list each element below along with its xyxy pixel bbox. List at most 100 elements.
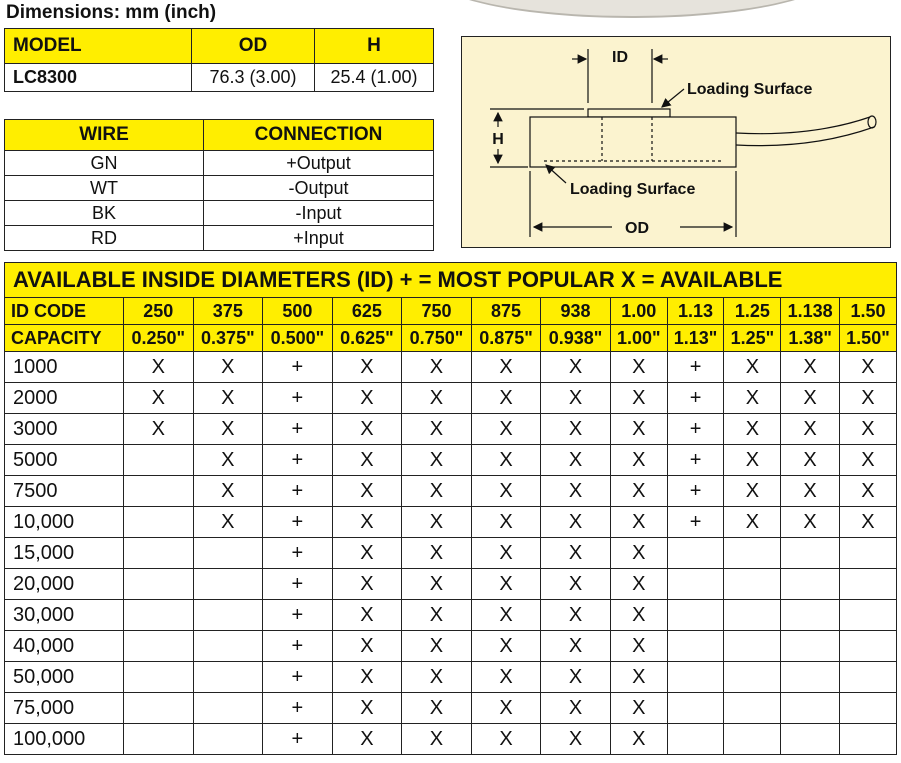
availability-cell: X	[331, 661, 403, 693]
availability-cell: X	[780, 506, 840, 538]
availability-cell	[780, 568, 840, 600]
availability-cell	[666, 537, 725, 569]
availability-cell: X	[609, 692, 668, 724]
capacity-value: 5000	[4, 444, 124, 476]
availability-cell: X	[540, 599, 611, 631]
loading-surface-bottom-label: Loading Surface	[570, 181, 695, 198]
availability-cell: +	[666, 351, 725, 383]
availability-cell: X	[192, 506, 264, 538]
capacity-value: 40,000	[4, 630, 124, 662]
availability-cell: +	[666, 475, 725, 507]
availability-cell: X	[609, 506, 668, 538]
id-code-cell: 750	[401, 297, 472, 325]
availability-cell: X	[540, 413, 611, 445]
capacity-value: 30,000	[4, 599, 124, 631]
availability-cell: X	[609, 475, 668, 507]
id-code-cell: 875	[470, 297, 542, 325]
availability-cell: X	[331, 537, 403, 569]
availability-cell: +	[262, 537, 333, 569]
availability-cell: X	[331, 599, 403, 631]
availability-cell: X	[838, 444, 898, 476]
availability-cell: X	[401, 630, 472, 662]
availability-cell: +	[666, 506, 725, 538]
availability-cell: X	[609, 444, 668, 476]
availability-cell: X	[780, 475, 840, 507]
model-table: MODEL OD H LC8300 76.3 (3.00) 25.4 (1.00…	[4, 28, 434, 92]
availability-cell: X	[192, 382, 264, 414]
availability-cell: X	[609, 661, 668, 693]
availability-cell: X	[401, 475, 472, 507]
capacity-value: 20,000	[4, 568, 124, 600]
id-dimension-label: ID	[612, 49, 628, 66]
capacity-value: 10,000	[4, 506, 124, 538]
availability-cell: X	[780, 351, 840, 383]
availability-cell: X	[609, 599, 668, 631]
availability-cell: +	[262, 599, 333, 631]
availability-cell	[123, 506, 194, 538]
availability-cell: +	[262, 351, 333, 383]
availability-cell: X	[609, 723, 668, 755]
capacity-header-cell: 0.500"	[262, 324, 333, 352]
availability-cell: X	[723, 506, 782, 538]
availability-cell	[192, 599, 264, 631]
availability-cell	[666, 723, 725, 755]
capacity-value: 1000	[4, 351, 124, 383]
wire-color-cell: GN	[4, 150, 204, 176]
availability-cell: X	[331, 568, 403, 600]
availability-cell	[780, 661, 840, 693]
availability-cell	[123, 723, 194, 755]
availability-cell: +	[262, 382, 333, 414]
availability-cell: X	[331, 413, 403, 445]
id-code-cell: 1.50	[838, 297, 898, 325]
availability-cell	[723, 661, 782, 693]
od-header: OD	[191, 28, 315, 64]
availability-cell: X	[401, 351, 472, 383]
availability-cell: +	[262, 506, 333, 538]
wire-row: WT-Output	[4, 175, 434, 201]
availability-cell: X	[470, 506, 542, 538]
availability-cell: X	[401, 661, 472, 693]
availability-cell: X	[723, 444, 782, 476]
capacity-value: 15,000	[4, 537, 124, 569]
availability-cell: X	[723, 382, 782, 414]
availability-cell: X	[540, 351, 611, 383]
availability-cell: X	[401, 537, 472, 569]
availability-cell: +	[262, 444, 333, 476]
capacity-value: 7500	[4, 475, 124, 507]
availability-cell: X	[331, 506, 403, 538]
availability-cell: X	[123, 351, 194, 383]
product-photo-edge	[430, 0, 834, 18]
availability-cell: X	[470, 351, 542, 383]
capacity-value: 2000	[4, 382, 124, 414]
availability-cell: X	[609, 537, 668, 569]
availability-cell: X	[540, 568, 611, 600]
availability-cell: X	[192, 413, 264, 445]
availability-cell: X	[470, 661, 542, 693]
availability-cell: X	[609, 568, 668, 600]
availability-cell: X	[540, 723, 611, 755]
availability-cell	[123, 568, 194, 600]
availability-cell: X	[470, 568, 542, 600]
od-value: 76.3 (3.00)	[191, 63, 315, 92]
h-header: H	[314, 28, 434, 64]
connection-header: CONNECTION	[203, 119, 434, 151]
availability-cell: X	[401, 568, 472, 600]
availability-cell: X	[470, 444, 542, 476]
capacity-value: 100,000	[4, 723, 124, 755]
availability-cell: +	[666, 444, 725, 476]
availability-cell	[192, 661, 264, 693]
availability-cell: X	[780, 382, 840, 414]
availability-cell: +	[262, 661, 333, 693]
availability-cell: X	[540, 382, 611, 414]
availability-cell: X	[470, 537, 542, 569]
availability-cell	[723, 599, 782, 631]
availability-cell: X	[470, 599, 542, 631]
connection-cell: +Input	[203, 225, 434, 251]
availability-cell: X	[838, 475, 898, 507]
capacity-value: 50,000	[4, 661, 124, 693]
